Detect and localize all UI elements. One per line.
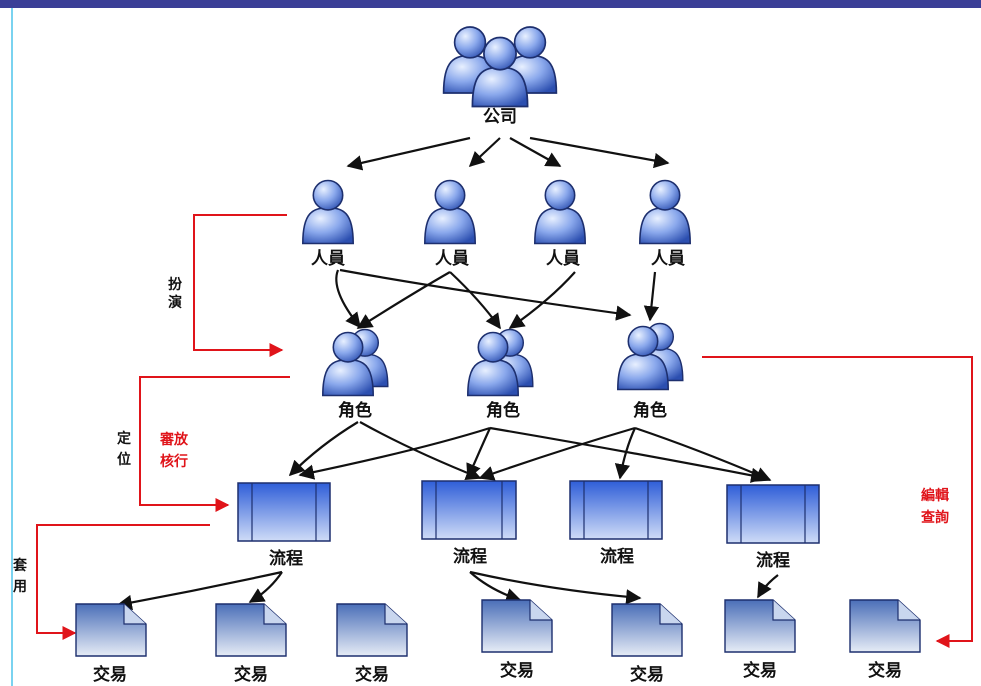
transaction-label: 交易: [93, 664, 127, 685]
process-box: [569, 480, 663, 540]
transaction-document-icon: [75, 603, 147, 657]
transaction-label: 交易: [743, 660, 777, 681]
role-icon: [617, 322, 684, 391]
process-label: 流程: [756, 550, 790, 571]
annotation-edit-query-2: 查詢: [921, 509, 949, 526]
process-label: 流程: [453, 546, 487, 567]
process-label: 流程: [600, 546, 634, 567]
person-label: 人員: [651, 249, 685, 269]
person-label: 人員: [435, 249, 469, 269]
annotation-edit-query-1: 編輯: [921, 487, 949, 504]
annotation-play-1: 扮: [168, 276, 183, 293]
transaction-label: 交易: [630, 664, 664, 685]
transaction-label: 交易: [355, 664, 389, 685]
annotation-play-2: 演: [168, 294, 182, 311]
transaction-label: 交易: [868, 660, 902, 681]
process-box: [237, 482, 331, 542]
red-connectors: [36, 214, 973, 648]
annotation-apply-2: 用: [13, 579, 27, 595]
person-icon: [302, 179, 354, 245]
role-label: 角色: [486, 400, 520, 421]
process-box: [421, 480, 517, 540]
hierarchy-arrows: [116, 136, 779, 611]
role-label: 角色: [633, 400, 667, 421]
transaction-document-icon: [336, 603, 408, 657]
role-icon: [322, 328, 389, 397]
annotation-review-execute-2: 核行: [160, 453, 188, 470]
person-icon: [639, 179, 691, 245]
person-icon: [534, 179, 586, 245]
transaction-document-icon: [481, 599, 553, 653]
person-icon: [424, 179, 476, 245]
role-icon: [467, 328, 534, 397]
person-label: 人員: [311, 249, 345, 269]
transaction-label: 交易: [234, 664, 268, 685]
top-bar: [0, 0, 981, 8]
annotation-review-execute-1: 審放: [159, 431, 189, 448]
person-label: 人員: [546, 249, 580, 269]
process-box: [726, 484, 820, 544]
transaction-document-icon: [724, 599, 796, 653]
annotation-apply-1: 套: [13, 557, 27, 574]
process-label: 流程: [269, 548, 303, 569]
role-label: 角色: [338, 400, 372, 421]
transaction-document-icon: [849, 599, 921, 653]
transaction-document-icon: [215, 603, 287, 657]
annotation-position-1: 定: [117, 430, 131, 447]
transaction-document-icon: [611, 603, 683, 657]
transaction-label: 交易: [500, 660, 534, 681]
company-group-icon: [442, 26, 558, 108]
annotation-position-2: 位: [117, 451, 131, 468]
left-border-line: [11, 8, 13, 686]
company-label: 公司: [483, 107, 517, 127]
